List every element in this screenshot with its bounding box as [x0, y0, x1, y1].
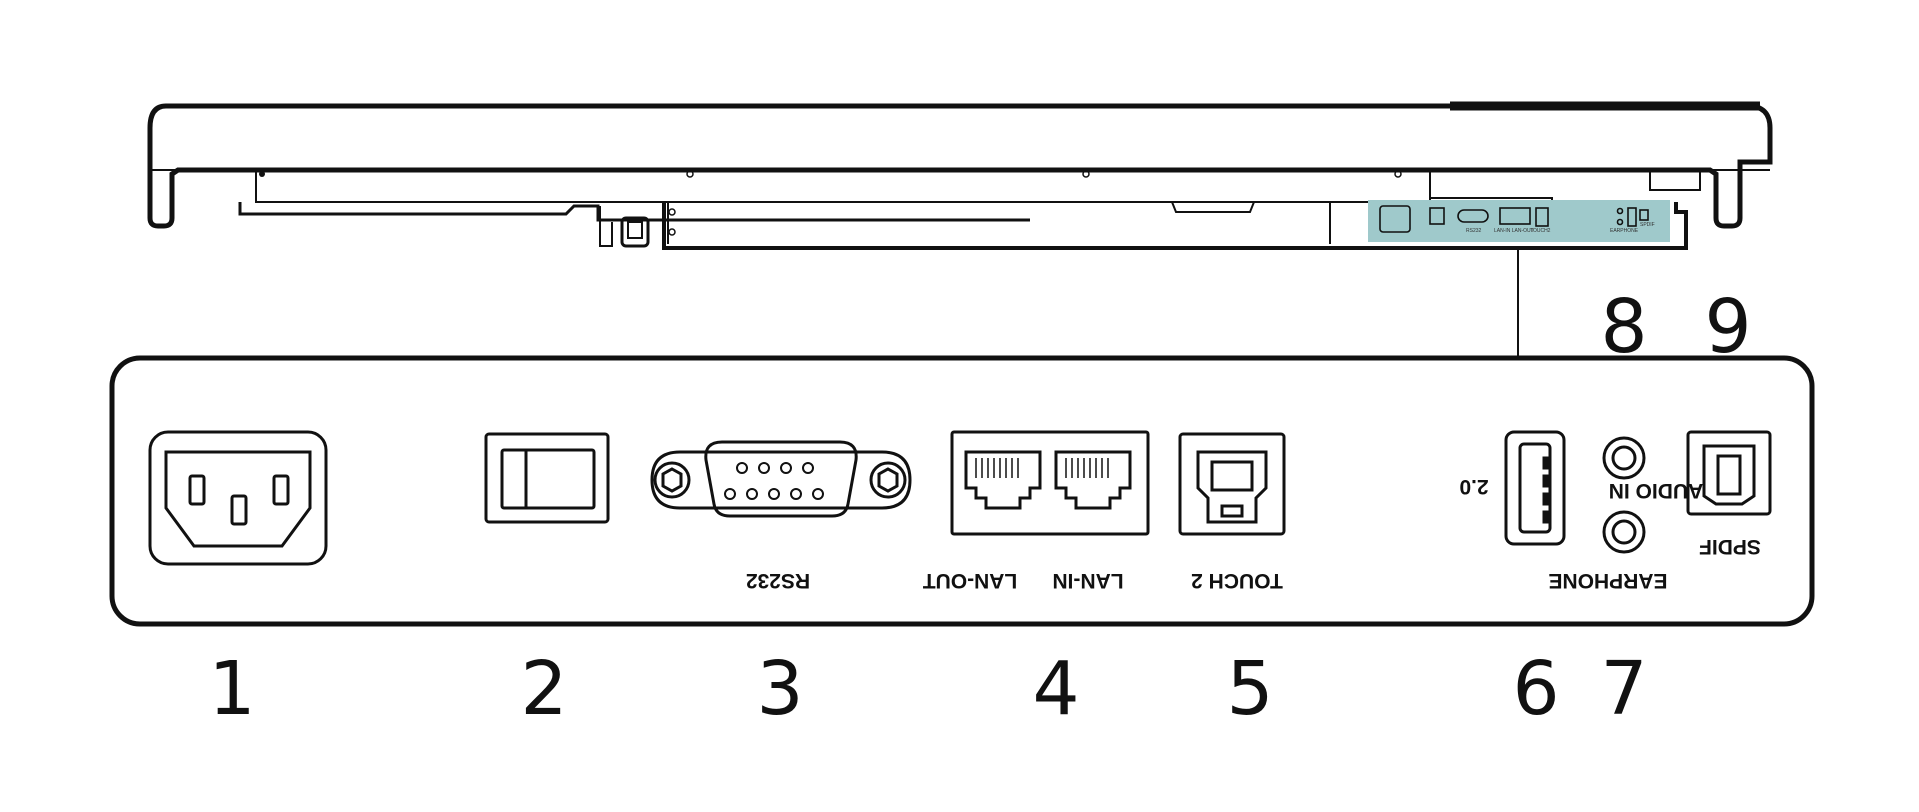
left-rail	[238, 202, 1030, 222]
label-usb-2: 2.0	[1459, 475, 1488, 498]
label-lan-in: LAN-IN	[1052, 569, 1123, 592]
label-earphone: EARPHONE	[1548, 569, 1667, 592]
display-bottom-view	[147, 101, 1773, 250]
rs232-port-icon	[650, 440, 912, 518]
label-lan-out: LAN-OUT	[923, 569, 1018, 592]
svg-text:TOUCH2: TOUCH2	[1530, 228, 1551, 234]
callout-4: 4	[1032, 646, 1079, 732]
lan-ports-icon	[950, 430, 1150, 536]
callout-numbers: 1 2 3 4 5 6 7 8 9	[208, 284, 1751, 732]
callout-9: 9	[1704, 284, 1751, 370]
left-bracket	[620, 216, 650, 248]
svg-text:LAN-IN LAN-OUT: LAN-IN LAN-OUT	[1494, 228, 1534, 234]
label-audio-in: AUDIO IN	[1609, 479, 1704, 502]
svg-text:SPDIF: SPDIF	[1640, 222, 1655, 228]
callout-8: 8	[1600, 284, 1647, 370]
port-labels: RS232 LAN-IN LAN-OUT TOUCH 2 2.0 AUDIO I…	[746, 475, 1761, 592]
callout-1: 1	[208, 646, 255, 732]
power-switch-icon	[484, 432, 610, 524]
callout-5: 5	[1226, 646, 1273, 732]
io-strip-highlight: RS232 LAN-IN LAN-OUT TOUCH2 EARPHONE SPD…	[1368, 200, 1670, 242]
label-spdif: SPDIF	[1699, 535, 1761, 558]
svg-text:EARPHONE: EARPHONE	[1610, 228, 1639, 234]
rear-plate	[255, 170, 1431, 203]
audio-jacks-icon	[1602, 436, 1646, 554]
touch-usb-port-icon	[1178, 432, 1286, 536]
callout-3: 3	[756, 646, 803, 732]
label-rs232: RS232	[746, 569, 810, 592]
callout-6: 6	[1512, 646, 1559, 732]
power-inlet-icon	[148, 430, 328, 566]
svg-text:RS232: RS232	[1466, 228, 1482, 234]
callout-2: 2	[520, 646, 567, 732]
io-panel-zoom	[109, 355, 1815, 627]
spdif-port-icon	[1686, 430, 1772, 516]
usb-2-port-icon	[1504, 430, 1566, 546]
label-touch2: TOUCH 2	[1191, 569, 1283, 592]
callout-7: 7	[1600, 646, 1647, 732]
lower-chassis	[662, 202, 1688, 250]
display-bezel	[147, 103, 1773, 229]
